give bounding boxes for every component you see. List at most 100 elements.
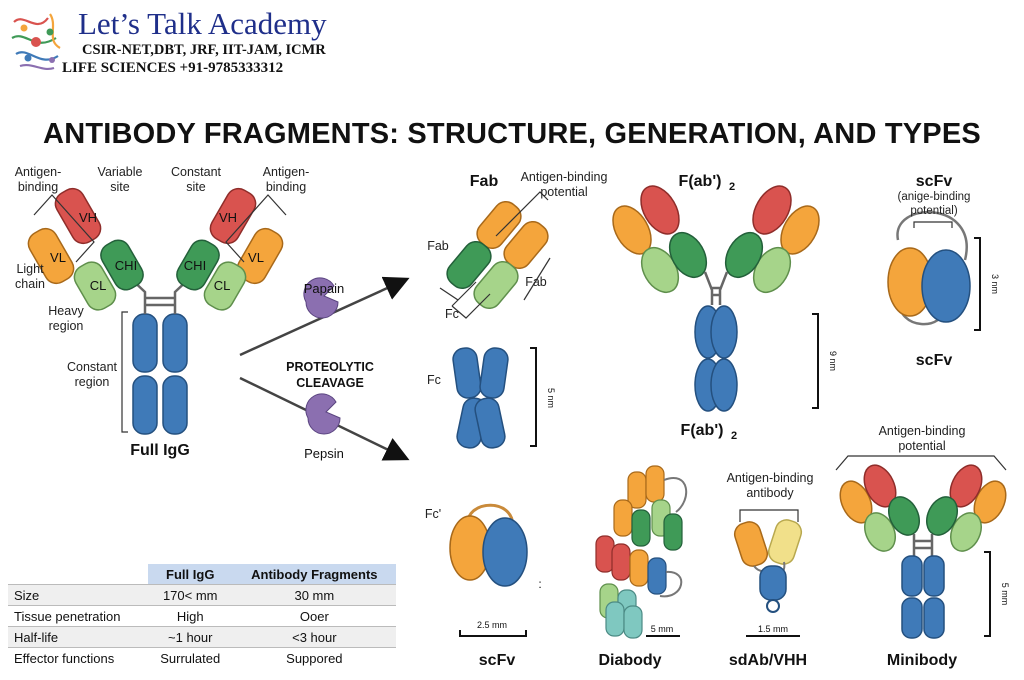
constant-region-label-1: Constant — [67, 360, 118, 374]
cleavage-section: Papain Pepsin PROTEOLYTIC CLEAVAGE — [239, 276, 410, 461]
table-cell: 170< mm — [162, 587, 218, 603]
diabody-scale-label: 5 mm — [651, 624, 674, 634]
fc-diagram: 5 nm Fc — [427, 347, 556, 449]
igg-ch2-right — [162, 313, 188, 373]
full-igg-caption: Full IgG — [130, 442, 190, 459]
scfv-top-caption: scFv — [916, 352, 953, 369]
fc-scale-bar — [530, 347, 537, 447]
vh-right-label: VH — [219, 210, 237, 225]
light-chain-label-1: Light — [16, 262, 44, 276]
heavy-region-label-2: region — [49, 319, 84, 333]
table-row: Effector functions Surrulated Suppored — [8, 647, 396, 669]
scfv-top-note-2: potential) — [910, 205, 957, 217]
sdab-caption: sdAb/VHH — [729, 652, 807, 669]
papain-label: Papain — [304, 281, 344, 296]
pepsin-label: Pepsin — [304, 446, 344, 461]
igg-vh-right — [209, 187, 257, 245]
table-cell: High — [176, 608, 204, 624]
minibody-caption: Minibody — [887, 652, 957, 669]
molecule-logo-icon — [11, 13, 61, 70]
fab2-diagram: 9 nm F(ab') 2 F(ab') 2 — [612, 173, 838, 442]
igg-ch2-left — [132, 313, 158, 373]
antigen-binding-left-label-1: Antigen- — [15, 165, 62, 179]
sdab-label-2: antibody — [746, 486, 794, 500]
pepsin-enzyme-icon — [305, 393, 341, 435]
papain-enzyme-icon — [303, 277, 339, 319]
table-header-blank — [8, 564, 148, 585]
cl-left-label: CL — [90, 278, 107, 293]
igg-ch3-right — [162, 375, 188, 435]
minibody-scale-label: 5 mm — [1000, 583, 1010, 606]
antigen-binding-left-bracket — [33, 194, 95, 263]
table-cell: Suppored — [286, 650, 343, 666]
table-cell: <3 hour — [292, 629, 337, 645]
igg-vl-right — [236, 227, 284, 285]
scfv-bottom-scale-label: 2.5 mm — [477, 620, 507, 630]
table-cell: Tissue penetration — [14, 608, 121, 624]
table-cell: Ooer — [299, 608, 329, 624]
minibody-diagram: 5 mm Antigen-binding potential Minibody — [835, 424, 1010, 669]
table-cell: Effector functions — [14, 650, 115, 666]
comparison-table: Full IgG Antibody Fragments Size 170< mm… — [8, 564, 396, 668]
antigen-binding-right-label-1: Antigen- — [263, 165, 310, 179]
constant-site-label-1: Constant — [171, 165, 222, 179]
fab2-title-top-sub: 2 — [729, 181, 735, 193]
scfv-top-diagram: 3 nm scFv (anige-binding potential) scFv — [887, 173, 1000, 369]
fc-scale-label: 5 nm — [546, 388, 556, 408]
fc-label: Fc — [427, 373, 441, 387]
table-cell: Surrulated — [160, 650, 221, 666]
table-row: Half-life ~1 hour <3 hour — [8, 626, 396, 648]
antigen-binding-right-label-2: binding — [266, 180, 306, 194]
brand-contact: LIFE SCIENCES +91-9785333312 — [62, 60, 284, 76]
igg-cl-right — [203, 261, 247, 311]
table-row: Size 170< mm 30 mm — [8, 584, 396, 606]
igg-vl-left — [27, 227, 75, 285]
vl-left-label: VL — [50, 250, 66, 265]
brand-title: Let’s Talk Academy — [78, 6, 327, 41]
fab2-title-bottom: F(ab') — [681, 422, 724, 439]
scfv-top-scale-label: 3 nm — [990, 274, 1000, 294]
antigen-binding-left-label-2: binding — [18, 180, 58, 194]
table-cell: Half-life — [14, 629, 59, 645]
table-header-fragments: Antibody Fragments — [232, 564, 396, 585]
scfv-bottom-caption: scFv — [479, 652, 516, 669]
sdab-diagram: 1.5 mm Antigen-binding antibody sdAb/VHH — [727, 471, 814, 669]
brand-header: Let’s Talk Academy CSIR-NET,DBT, JRF, II… — [6, 4, 386, 80]
fab-antigen-binding-2: potential — [540, 185, 587, 199]
fab-right-label: Fab — [525, 275, 547, 289]
fab-fc-label: Fc — [445, 307, 459, 321]
igg-ch3-left — [132, 375, 158, 435]
scfv-top-title: scFv — [916, 173, 953, 190]
variable-site-label-1: Variable — [98, 165, 143, 179]
minibody-label-1: Antigen-binding — [879, 424, 966, 438]
table-row: Tissue penetration High Ooer — [8, 605, 396, 627]
table-header-full-igg: Full IgG — [147, 564, 233, 585]
page-title: ANTIBODY FRAGMENTS: STRUCTURE, GENERATIO… — [43, 118, 981, 150]
chi-left-label: CHI — [115, 258, 137, 273]
scfv-bottom-diagram: 2.5 mm : Fc' scFv — [425, 503, 542, 669]
diabody-diagram: 5 mm Diabody — [595, 465, 688, 669]
constant-region-label-2: region — [75, 375, 110, 389]
fab-diagram: Fab Antigen-binding potential Fab Fab Fc — [427, 170, 607, 321]
table-cell: Size — [14, 587, 40, 603]
constant-region-bracket — [121, 311, 128, 433]
table-cell: ~1 hour — [168, 629, 213, 645]
table-cell: 30 mm — [294, 587, 335, 603]
cleavage-label-1: PROTEOLYTIC — [286, 360, 374, 374]
light-chain-label-2: chain — [15, 277, 45, 291]
sdab-label-1: Antigen-binding — [727, 471, 814, 485]
variable-site-label-2: site — [110, 180, 130, 194]
fab-left-label: Fab — [427, 239, 449, 253]
table-header-row: Full IgG Antibody Fragments — [8, 564, 396, 585]
igg-ch1-right — [176, 239, 220, 291]
chi-right-label: CHI — [184, 258, 206, 273]
scfv-top-note-1: (anige-binding — [898, 191, 971, 203]
diabody-caption: Diabody — [598, 652, 661, 669]
fab-antigen-binding-1: Antigen-binding — [521, 170, 608, 184]
antigen-binding-right-bracket — [225, 194, 287, 263]
brand-exams: CSIR-NET,DBT, JRF, IIT-JAM, ICMR — [82, 42, 326, 58]
vh-left-label: VH — [79, 210, 97, 225]
igg-cl-left — [73, 261, 117, 311]
sdab-scale-label: 1.5 mm — [758, 624, 788, 634]
